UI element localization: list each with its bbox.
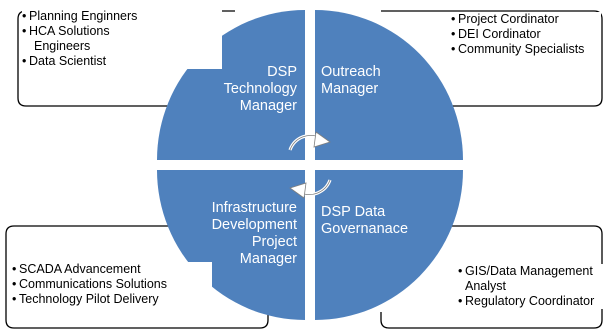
label-line: Project xyxy=(251,234,297,250)
role-list-bottom-left: SCADA Advancement Communications Solutio… xyxy=(12,262,212,307)
label-line: Technology xyxy=(223,81,297,97)
label-line: DSP Data xyxy=(321,204,386,220)
role-list-top-right: Project Cordinator DEI Cordinator Commun… xyxy=(451,12,601,57)
quadrant-top-left xyxy=(157,10,305,160)
label-line: Manager xyxy=(239,98,297,114)
list-item: SCADA Advancement xyxy=(12,262,212,277)
quadrant-label-dsp-technology-manager: DSP Technology Manager xyxy=(224,64,297,115)
list-item: Planning Enginners xyxy=(22,9,222,24)
list-item: Communications Solutions xyxy=(12,277,212,292)
list-item: Regulatory Coordinator xyxy=(458,294,603,309)
label-line: Governanace xyxy=(321,221,409,237)
quadrant-bottom-right xyxy=(315,170,463,320)
label-line: Manager xyxy=(239,251,297,267)
label-line: Development xyxy=(211,217,297,233)
list-item: Technology Pilot Delivery xyxy=(12,292,212,307)
bracket-bottom-left xyxy=(5,225,269,329)
quadrant-label-infrastructure-development-project-manager: Infrastructure Development Project Manag… xyxy=(212,200,297,268)
list-item: DEI Cordinator xyxy=(451,27,601,42)
label-line: Manager xyxy=(321,81,379,97)
list-item: GIS/Data Management xyxy=(458,264,603,279)
quadrant-bottom-left xyxy=(157,170,305,320)
quadrant-label-outreach-manager: Outreach Manager xyxy=(321,64,381,98)
cycle-arrows-icon xyxy=(288,131,332,199)
role-list-top-left: Planning Enginners HCA Solutions Enginee… xyxy=(22,9,222,69)
role-list-bottom-right: GIS/Data Management Analyst Regulatory C… xyxy=(458,264,603,309)
quadrant-top-right xyxy=(315,10,463,160)
label-line: DSP xyxy=(267,64,297,80)
list-item: Project Cordinator xyxy=(451,12,601,27)
list-item: Data Scientist xyxy=(22,54,222,69)
label-line: Infrastructure xyxy=(211,200,297,216)
quadrant-label-dsp-data-governance: DSP Data Governanace xyxy=(321,204,408,238)
label-line: Outreach xyxy=(321,64,381,80)
bracket-bottom-right xyxy=(380,225,603,329)
list-item: Community Specialists xyxy=(451,42,601,57)
list-item: HCA Solutions xyxy=(22,24,222,39)
list-item-continuation: Engineers xyxy=(34,39,91,53)
list-item-continuation: Analyst xyxy=(465,279,506,293)
